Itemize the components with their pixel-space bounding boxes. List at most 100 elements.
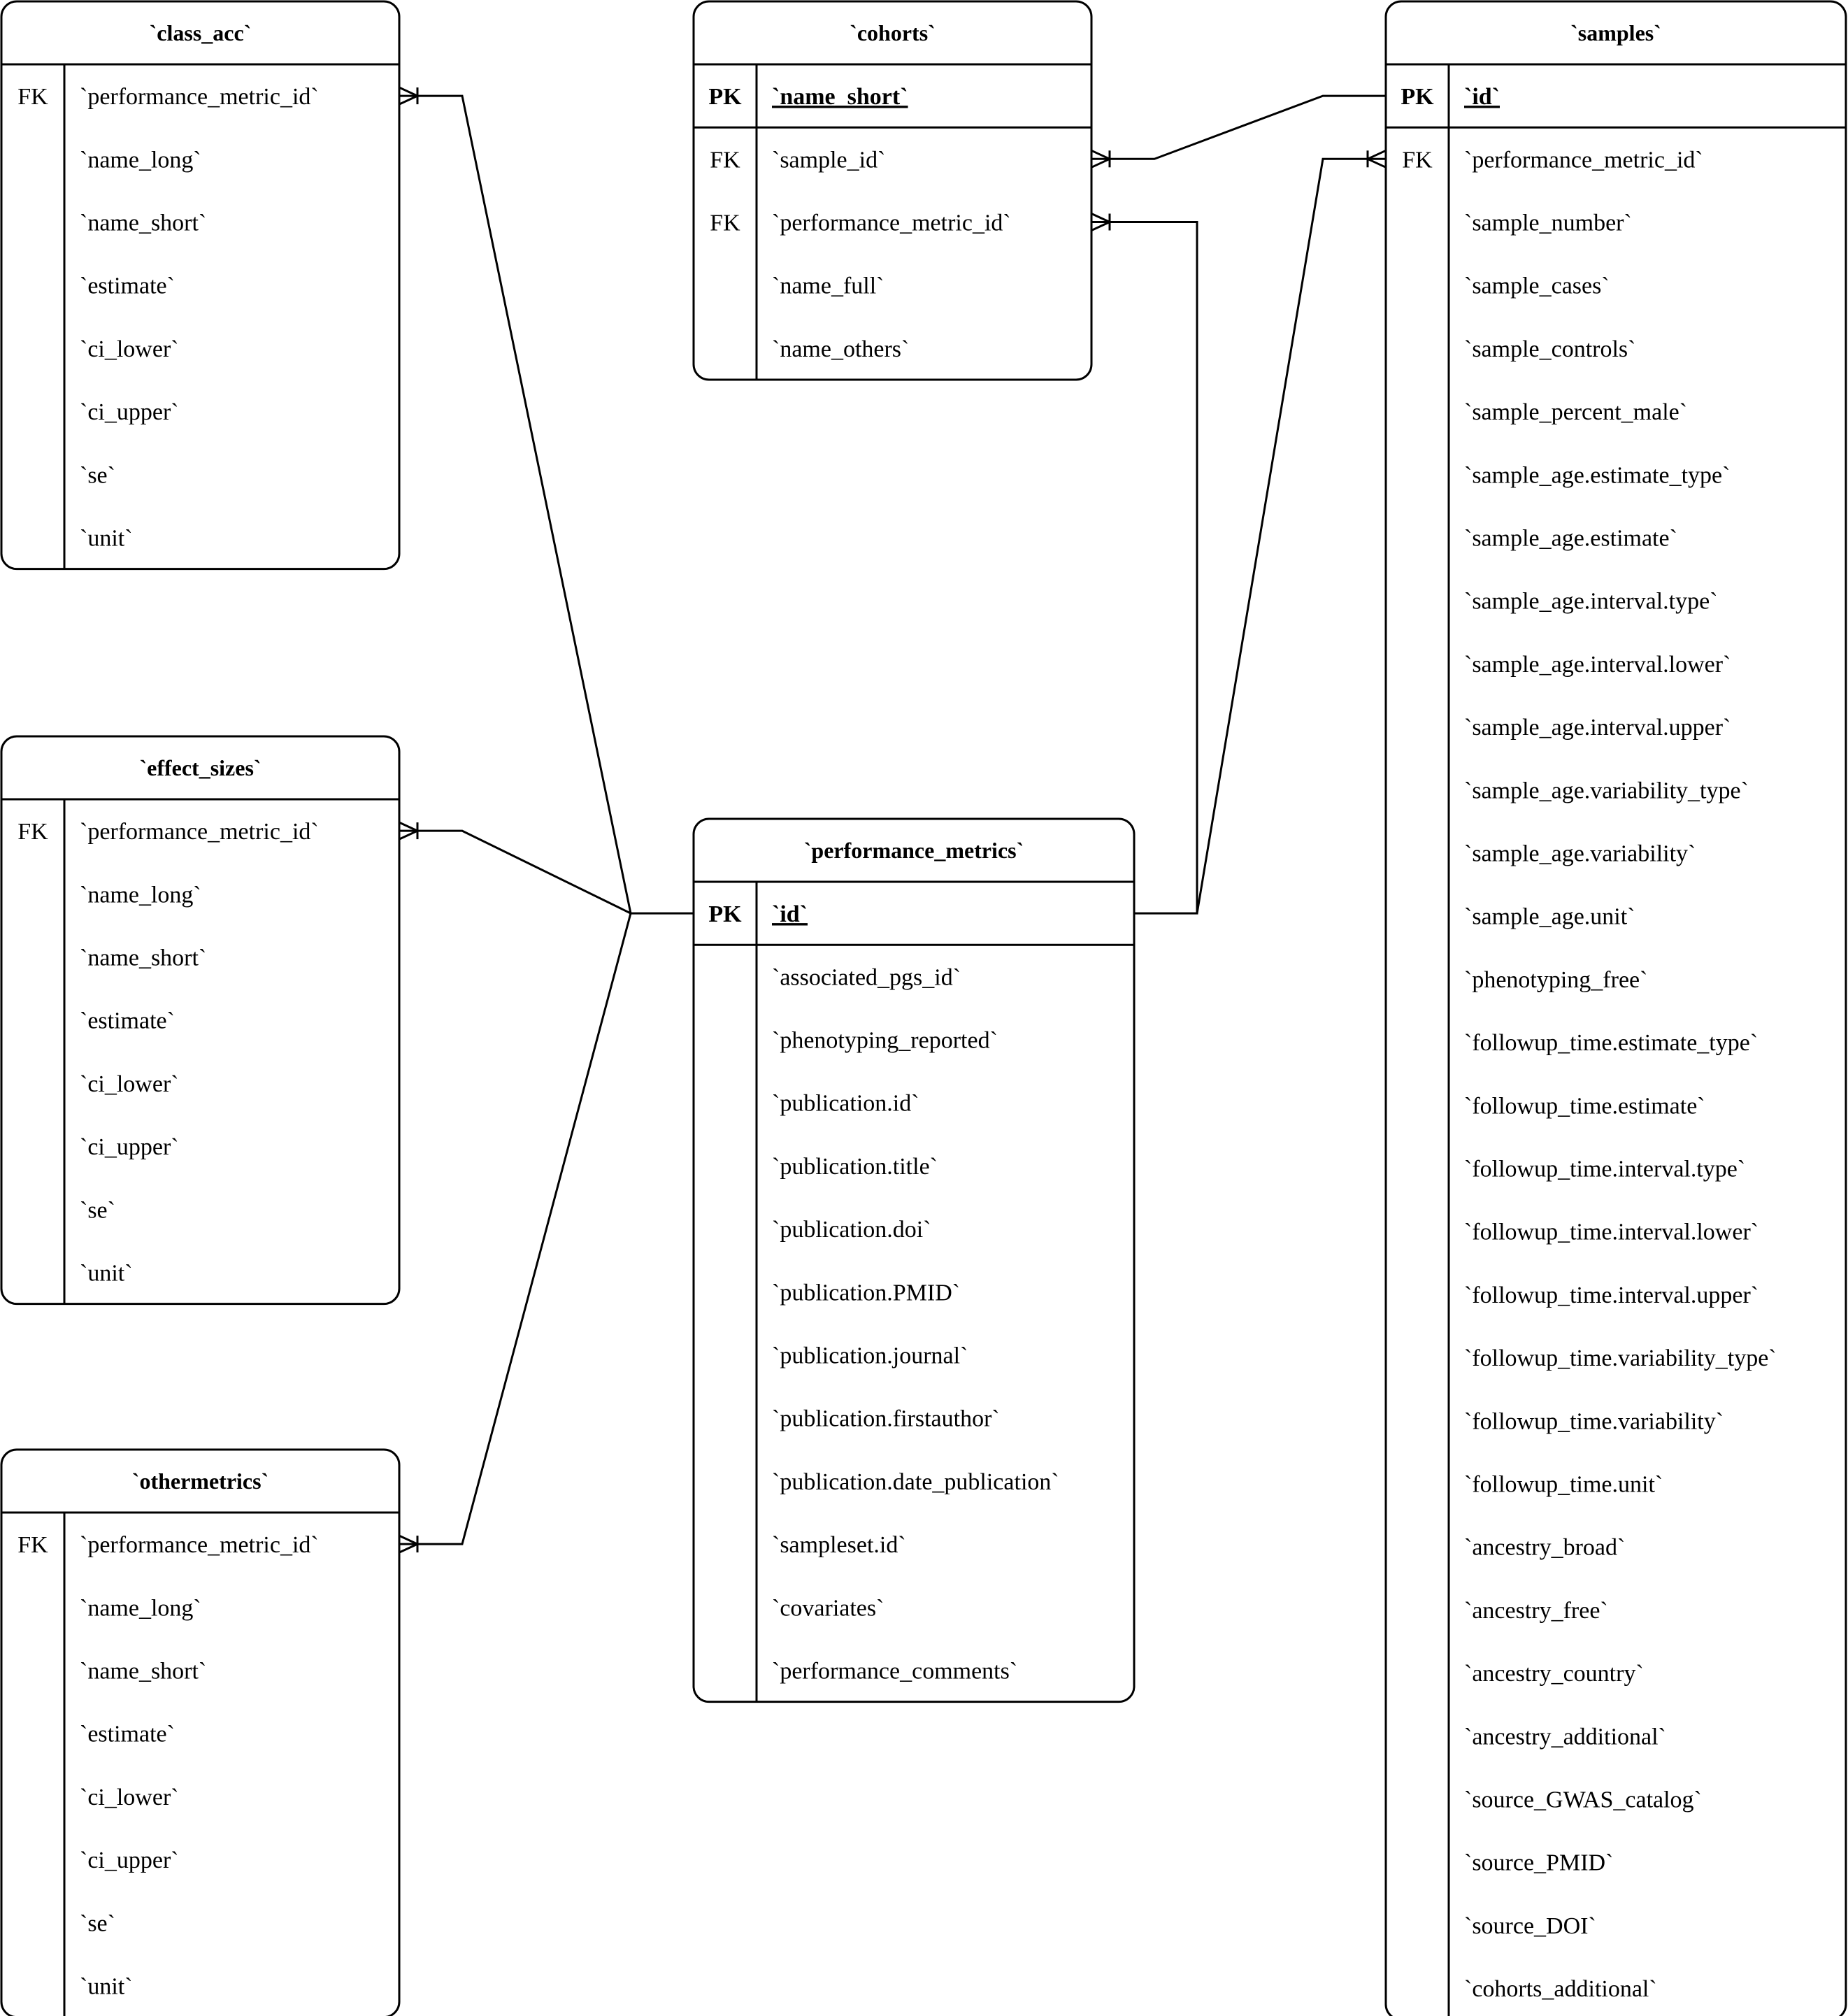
table-row: `covariates` (772, 1595, 884, 1621)
table-row: `followup_time.estimate` (1464, 1093, 1705, 1119)
table-othermetrics: `othermetrics` FK`performance_metric_id` `… (0, 1448, 401, 2016)
field-name-others: `name_others` (772, 336, 909, 362)
field-performance-comments: `performance_comments` (772, 1659, 1017, 1685)
crows-foot-marker (1366, 149, 1387, 169)
table-row: `source_PMID` (1464, 1850, 1613, 1876)
foreign-key-label: FK (1402, 147, 1433, 173)
field-ci-upper: `ci_upper` (80, 1134, 179, 1160)
field-name-long: `name_long` (80, 147, 201, 173)
table-row: `ancestry_country` (1464, 1661, 1644, 1687)
table-row: `sample_age.interval.upper` (1464, 715, 1731, 741)
field-performance-metric-id: `performance_metric_id` (772, 210, 1011, 236)
table-box (1384, 0, 1847, 2016)
table-row: `unit` (80, 1974, 133, 2000)
field-se: `se` (80, 462, 115, 488)
field-name-full: `name_full` (772, 273, 884, 299)
field-name-short: `name_short` (772, 84, 908, 110)
relationship-samples-performance-metrics (1196, 157, 1386, 914)
table-row: `unit` (80, 526, 133, 552)
table-row: `name_short` (80, 210, 206, 236)
table-row: `publication.PMID` (772, 1280, 960, 1306)
field-id: `id` (1464, 84, 1500, 110)
foreign-key-label: FK (17, 84, 48, 110)
table-row: `sample_age.estimate_type` (1464, 462, 1730, 488)
table-row: `unit` (80, 1261, 133, 1287)
table-title: `samples` (1570, 20, 1661, 45)
field-source-gwas-catalog: `source_GWAS_catalog` (1464, 1787, 1702, 1813)
table-row: `publication.doi` (772, 1217, 931, 1243)
field-sample-ageintervalupper: `sample_age.interval.upper` (1464, 715, 1731, 741)
table-row: `name_short` (80, 945, 206, 971)
field-followup-timevariability-type: `followup_time.variability_type` (1464, 1345, 1777, 1371)
table-row: `followup_time.interval.upper` (1464, 1282, 1759, 1308)
table-row: `name_long` (80, 147, 201, 173)
field-publicationfirstauthor: `publication.firstauthor` (772, 1406, 1000, 1432)
table-samples: `samples`PK`id`FK`performance_metric_id`… (1384, 0, 1847, 2016)
table-row: `sample_age.estimate` (1464, 526, 1677, 552)
field-sample-number: `sample_number` (1464, 210, 1632, 236)
crows-foot-marker (399, 86, 419, 106)
table-title: `class_acc` (150, 20, 252, 45)
table-row: `ci_lower` (80, 1785, 179, 1810)
field-sample-agevariability: `sample_age.variability` (1464, 841, 1696, 867)
table-row: FK`performance_metric_id` (17, 1532, 318, 1558)
field-sample-ageintervallower: `sample_age.interval.lower` (1464, 652, 1731, 678)
table-row: `sample_number` (1464, 210, 1632, 236)
foreign-key-label: FK (710, 210, 740, 236)
table-row: `ci_lower` (80, 1071, 179, 1097)
field-cohorts-additional: `cohorts_additional` (1464, 1976, 1657, 2002)
field-name-short: `name_short` (80, 210, 206, 236)
table-row: `se` (80, 1910, 115, 1936)
field-estimate: `estimate` (80, 1722, 175, 1747)
field-performance-metric-id: `performance_metric_id` (80, 819, 319, 845)
table-performance-metrics: `performance_metrics`PK`id``associated_p… (692, 817, 1136, 1703)
foreign-key-label: FK (710, 147, 740, 173)
table-row: `sample_age.variability` (1464, 841, 1696, 867)
field-ancestry-additional: `ancestry_additional` (1464, 1724, 1666, 1750)
foreign-key-label: FK (17, 1532, 48, 1558)
table-box (0, 735, 401, 1306)
table-row: `performance_comments` (772, 1659, 1017, 1685)
table-row: `followup_time.variability_type` (1464, 1345, 1777, 1371)
table-row: `name_others` (772, 336, 909, 362)
table-row: `associated_pgs_id` (772, 964, 961, 990)
field-publicationdoi: `publication.doi` (772, 1217, 931, 1243)
table-title: `cohorts` (850, 20, 936, 45)
table-row: `name_short` (80, 1659, 206, 1685)
field-followup-timeintervalupper: `followup_time.interval.upper` (1464, 1282, 1759, 1308)
field-followup-timeestimate: `followup_time.estimate` (1464, 1093, 1705, 1119)
field-phenotyping-free: `phenotyping_free` (1464, 967, 1647, 993)
table-row: `name_long` (80, 1595, 201, 1621)
table-row: `publication.title` (772, 1154, 938, 1180)
field-se: `se` (80, 1197, 115, 1223)
field-sample-percent-male: `sample_percent_male` (1464, 399, 1687, 425)
field-ancestry-country: `ancestry_country` (1464, 1661, 1644, 1687)
primary-key-label: PK (708, 84, 742, 110)
field-ci-upper: `ci_upper` (80, 1847, 179, 1873)
table-row: `sample_percent_male` (1464, 399, 1687, 425)
table-row: `estimate` (80, 273, 175, 299)
field-sample-id: `sample_id` (772, 147, 885, 173)
field-sample-ageunit: `sample_age.unit` (1464, 904, 1635, 930)
field-publicationtitle: `publication.title` (772, 1154, 938, 1180)
field-name-long: `name_long` (80, 882, 201, 908)
relationship-lines (399, 86, 1387, 1554)
table-row: `publication.id` (772, 1091, 919, 1117)
table-row: `source_DOI` (1464, 1913, 1596, 1939)
field-followup-timeestimate-type: `followup_time.estimate_type` (1464, 1030, 1758, 1056)
table-title: `othermetrics` (132, 1468, 268, 1494)
field-covariates: `covariates` (772, 1595, 884, 1621)
table-row: `followup_time.variability` (1464, 1408, 1724, 1434)
field-name-long: `name_long` (80, 1595, 201, 1621)
table-row: `phenotyping_free` (1464, 967, 1647, 993)
table-row: `followup_time.interval.type` (1464, 1157, 1745, 1182)
relationship-effect-sizes-performance-metrics (399, 829, 631, 915)
field-ci-lower: `ci_lower` (80, 1071, 179, 1097)
table-effect-sizes: `effect_sizes`FK`performance_metric_id``… (0, 735, 401, 1306)
table-row: `followup_time.estimate_type` (1464, 1030, 1758, 1056)
field-publicationpmid: `publication.PMID` (772, 1280, 960, 1306)
table-row: `ci_upper` (80, 1847, 179, 1873)
table-row: `sample_cases` (1464, 273, 1610, 299)
relationship-class-acc-performance-metrics (399, 94, 694, 915)
